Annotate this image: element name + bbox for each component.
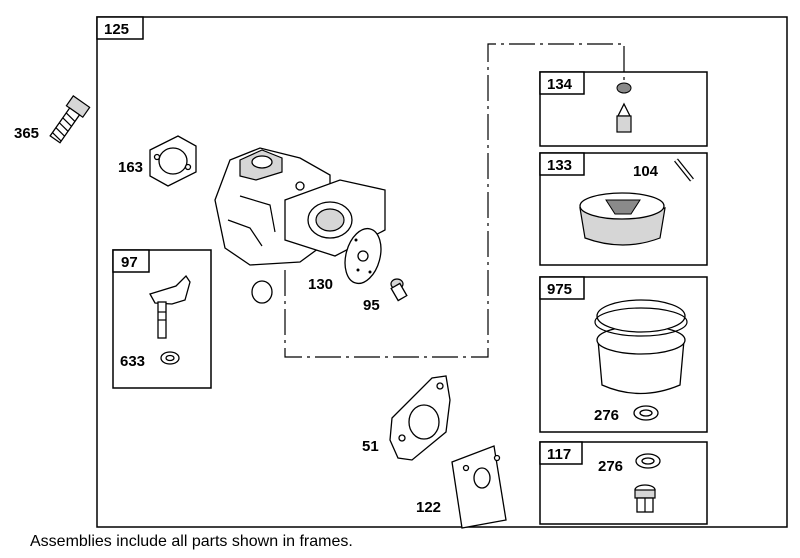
float-bowl[interactable]	[594, 299, 688, 395]
gasket-163-label: 163	[118, 159, 143, 176]
gasket-51-label: 51	[362, 438, 379, 455]
pin-104[interactable]: 104	[633, 158, 694, 182]
frame-117: 117 276	[539, 441, 708, 525]
footnote: Assemblies include all parts shown in fr…	[30, 533, 353, 550]
washer-276-b-label: 276	[598, 458, 623, 475]
connector-line	[284, 43, 625, 358]
plate-130-label: 130	[308, 276, 333, 293]
pin-104-label: 104	[633, 163, 659, 180]
frame-133: 133 104	[539, 152, 708, 266]
plate-130[interactable]: 130	[308, 225, 387, 293]
frame-125-label: 125	[104, 21, 129, 38]
frame-97-label: 97	[121, 254, 138, 271]
bolt-365-label: 365	[14, 125, 39, 142]
spacer-122[interactable]: 122	[416, 445, 507, 529]
washer-276-a[interactable]: 276	[594, 405, 659, 424]
screw-95[interactable]: 95	[363, 278, 408, 314]
washer-633-label: 633	[120, 353, 145, 370]
frame-134-label: 134	[547, 76, 573, 93]
spacer-122-label: 122	[416, 499, 441, 516]
washer-276-b[interactable]: 276	[598, 453, 661, 475]
welch-plug[interactable]	[251, 280, 273, 304]
washer-633[interactable]: 633	[120, 351, 180, 370]
bowl-nut[interactable]	[634, 484, 656, 513]
washer-276-a-label: 276	[594, 407, 619, 424]
bolt-365[interactable]: 365	[14, 95, 91, 145]
frame-125: 125	[96, 16, 788, 528]
float[interactable]	[579, 192, 666, 246]
frame-975: 975 276	[539, 276, 708, 433]
frame-975-label: 975	[547, 281, 572, 298]
screw-95-label: 95	[363, 297, 380, 314]
gasket-163[interactable]: 163	[118, 135, 197, 187]
frame-133-label: 133	[547, 157, 572, 174]
needle-valve[interactable]	[616, 82, 632, 133]
frame-97: 97 633	[112, 249, 212, 389]
frame-134: 134	[539, 71, 708, 147]
frame-117-label: 117	[547, 446, 571, 463]
gasket-51[interactable]: 51	[362, 375, 451, 461]
float-bowl-part[interactable]	[149, 274, 191, 339]
